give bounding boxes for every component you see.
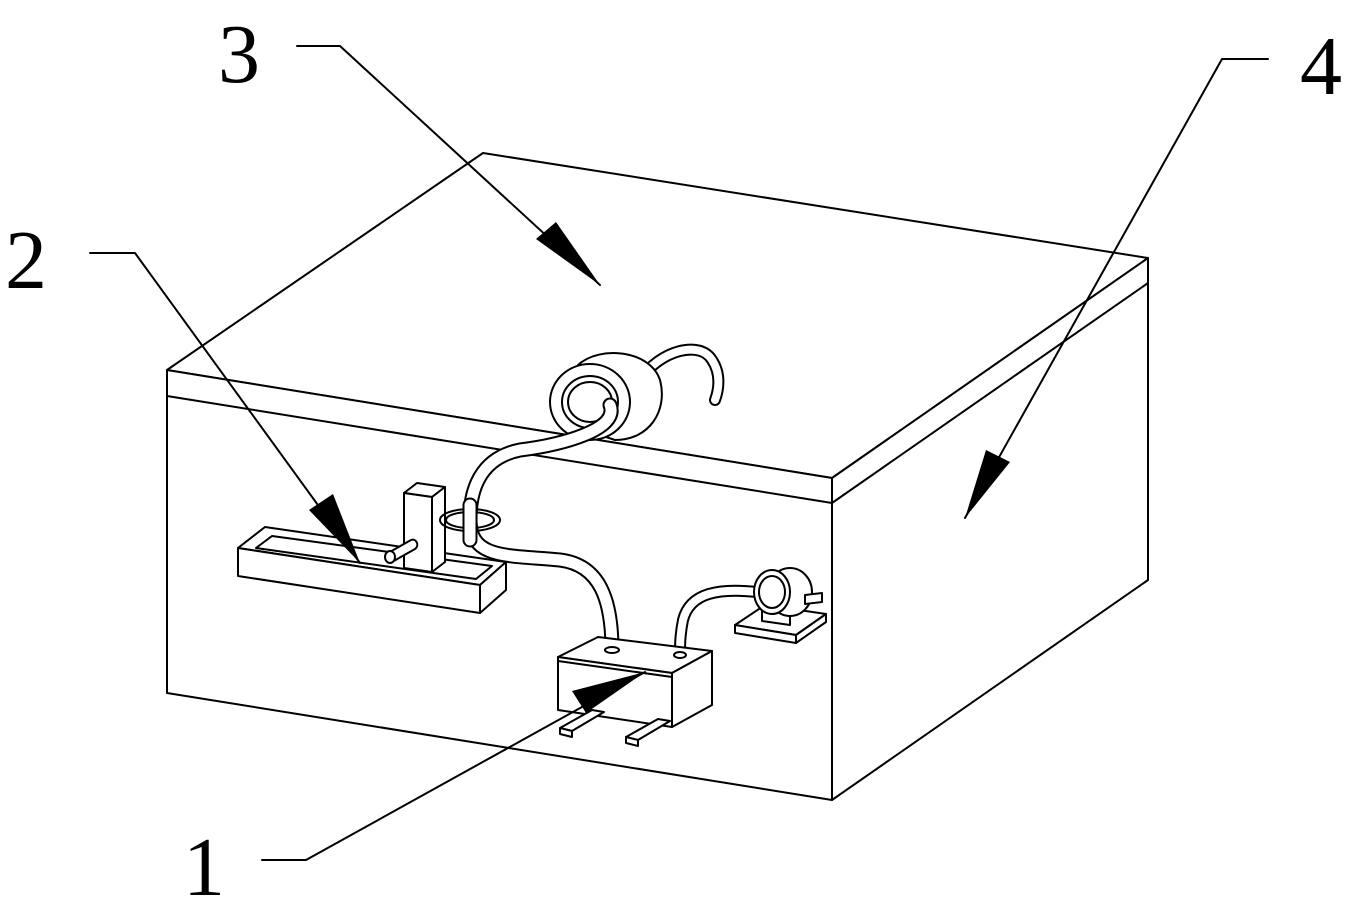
collector-box [557,636,713,747]
pump-assembly [674,567,827,661]
callout-2: 2 [5,214,361,564]
tray-post [403,492,433,573]
callout-label-2: 2 [5,214,47,307]
hose-sleeve [439,497,501,548]
callout-label-1: 1 [183,821,225,903]
callout-1: 1 [183,671,646,903]
callout-4: 4 [964,20,1342,519]
lid-seam-right [831,282,1149,504]
callout-3: 3 [218,8,601,286]
tray-assembly [237,482,507,614]
box-right-face [831,257,1149,801]
callout-label-4: 4 [1300,20,1342,113]
callout-label-3: 3 [218,8,260,101]
